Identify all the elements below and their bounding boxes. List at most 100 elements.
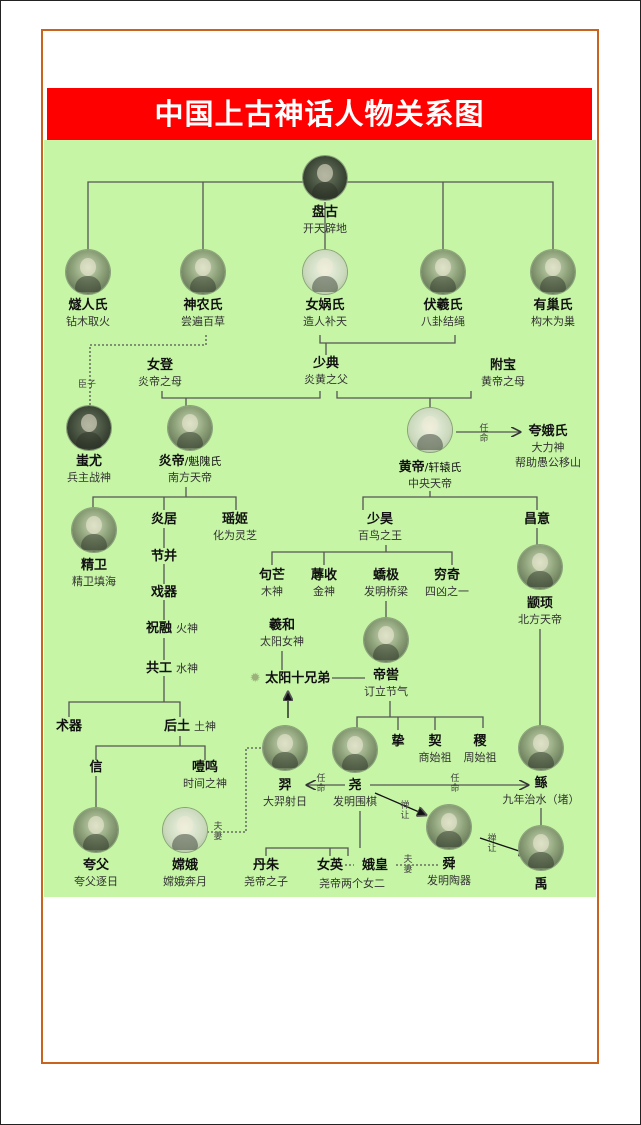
person-name: 节并	[151, 549, 177, 565]
person-name: 精卫	[72, 558, 116, 574]
person-desc: 尧帝之子	[244, 875, 288, 888]
person-name: 神农氏	[181, 298, 225, 314]
name-text: 黄帝	[398, 460, 425, 475]
shun-portrait-icon	[427, 805, 471, 849]
person-pangu: 盘古开天辟地	[303, 205, 347, 236]
name-text: 嫦娥	[171, 858, 198, 873]
person-desc: 嫦娥奔月	[163, 875, 207, 888]
person-nvwa: 女娲氏造人补天	[303, 298, 347, 329]
name-text: 女登	[146, 358, 173, 373]
person-desc: 北方天帝	[518, 613, 562, 626]
person-yu: 禹	[534, 877, 547, 893]
person-desc: 百鸟之王	[358, 529, 402, 542]
role-text: 土神	[194, 720, 217, 733]
person-desc: 钻木取火	[66, 315, 110, 328]
name-text: 羿	[278, 778, 292, 793]
person-name: 禹	[534, 877, 547, 893]
person-name: 少昊	[358, 512, 402, 528]
person-name: 蟜极	[364, 568, 408, 584]
person-zhurong: 祝融火神	[146, 621, 198, 637]
person-name: 嫦娥	[163, 858, 207, 874]
person-name: 伏羲氏	[421, 298, 465, 314]
name-text: 挚	[391, 734, 405, 749]
name-text: 戏器	[150, 585, 178, 600]
yi-portrait-icon	[263, 726, 307, 770]
person-fubao: 附宝黄帝之母	[481, 358, 525, 389]
gun-portrait-icon	[519, 726, 563, 770]
person-name: 娥皇	[362, 858, 388, 874]
person-shuqi: 术器	[56, 719, 82, 735]
change-portrait-icon	[163, 808, 207, 852]
person-name: 帝喾	[364, 668, 408, 684]
name-text: 女娲氏	[305, 298, 345, 313]
person-chiyou: 蚩尤兵主战神	[67, 454, 111, 485]
person-houtu: 后土土神	[164, 719, 216, 735]
person-name: 术器	[56, 719, 82, 735]
person-desc: 帮助愚公移山	[515, 456, 581, 469]
person-huangdi: 黄帝/轩辕氏中央天帝	[399, 460, 462, 491]
person-changyi: 昌意	[524, 512, 550, 528]
name-text: 燧人氏	[68, 298, 108, 313]
alias-text: /轩辕氏	[424, 461, 462, 474]
suiren-portrait-icon	[66, 250, 110, 294]
person-daughters: 尧帝两个女二	[319, 876, 385, 891]
person-desc: 木神	[260, 585, 283, 598]
person-fuxi: 伏羲氏八卦结绳	[421, 298, 465, 329]
person-desc: 周始祖	[463, 751, 497, 764]
person-name: 舜	[427, 857, 471, 873]
person-name: 夸父	[74, 858, 118, 874]
relation-label-minister: 臣子	[78, 380, 97, 390]
person-desc: 九年治水（堵）	[502, 793, 580, 806]
name-text: 鲧	[534, 776, 548, 791]
person-youchao: 有巢氏构木为巢	[531, 298, 575, 329]
person-xihe: 羲和太阳女神	[260, 618, 304, 649]
relation-label-couple: 夫妻	[403, 855, 413, 875]
person-desc: 黄帝之母	[481, 375, 525, 388]
name-text: 信	[89, 760, 103, 775]
person-name: 少典	[304, 356, 348, 372]
name-text: 术器	[55, 719, 83, 734]
person-desc: 时间之神	[183, 777, 227, 790]
person-gonggong: 共工水神	[146, 661, 198, 677]
person-desc: 南方天帝	[167, 471, 212, 484]
person-name: 丹朱	[244, 858, 288, 874]
person-name: 炎居	[151, 512, 177, 528]
name-text: 蓐收	[310, 568, 338, 583]
name-text: 羲和	[268, 618, 295, 633]
person-name: 羿	[263, 778, 307, 794]
name-text: 女英	[316, 858, 344, 873]
huangdi-portrait-icon	[408, 408, 452, 452]
person-rushou: 蓐收金神	[311, 568, 337, 599]
name-text: 噎鸣	[191, 760, 218, 775]
person-diku: 帝喾订立节气	[364, 668, 408, 699]
person-name: 黄帝/轩辕氏	[399, 460, 462, 476]
person-name: 燧人氏	[66, 298, 110, 314]
person-nvdeng: 女登炎帝之母	[138, 358, 182, 389]
diagram-title: 中国上古神话人物关系图	[47, 88, 592, 140]
person-name: 附宝	[481, 358, 525, 374]
person-kuae: 夸娥氏大力神帮助愚公移山	[515, 424, 581, 470]
name-text: 颛顼	[526, 596, 553, 611]
person-name: 尧	[333, 778, 377, 794]
person-desc: 订立节气	[364, 685, 408, 698]
poster-frame	[41, 29, 599, 1064]
person-name: 信	[89, 760, 102, 776]
jingwei-portrait-icon	[72, 508, 116, 552]
relation-label-abdicate: 禅让	[487, 834, 497, 854]
person-desc: 大羿射日	[263, 795, 307, 808]
name-text: 句芒	[258, 568, 286, 583]
person-name: 女娲氏	[303, 298, 347, 314]
role-text: 火神	[176, 622, 199, 635]
person-name: 羲和	[260, 618, 304, 634]
person-desc: 造人补天	[303, 315, 347, 328]
name-text: 穷奇	[433, 568, 460, 583]
name-text: 后土	[163, 719, 191, 734]
person-yao: 尧发明围棋	[333, 778, 377, 809]
person-desc: 尧帝两个女二	[319, 877, 385, 890]
role-text: 水神	[176, 662, 199, 675]
person-desc: 发明围棋	[333, 795, 377, 808]
name-text: 娥皇	[361, 858, 389, 873]
person-name: 蓐收	[311, 568, 337, 584]
person-yanju: 炎居	[151, 512, 177, 528]
person-suns: ✹ 太阳十兄弟	[250, 671, 330, 687]
